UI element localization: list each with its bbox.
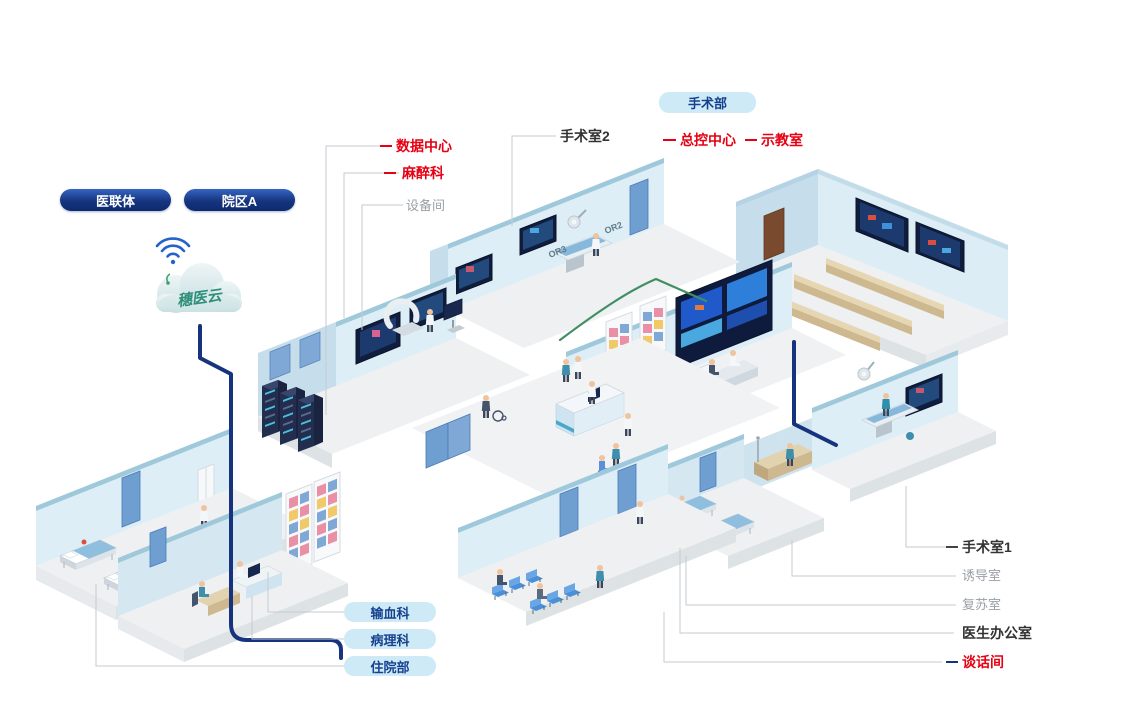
room-operating-room-1 — [812, 350, 996, 502]
wardrobe — [197, 463, 215, 503]
network-links — [198, 277, 838, 660]
label-induction-room: 诱导室 — [962, 568, 1002, 583]
label-operating-room-1: 手术室1 — [962, 539, 1012, 555]
video-wall — [675, 259, 773, 369]
surgery-monitor — [455, 253, 493, 295]
badge-medical-alliance: 医联体 — [60, 189, 171, 211]
exam-table — [754, 444, 812, 481]
medicine-cabinet — [313, 471, 341, 563]
c-arm-machine — [383, 298, 424, 336]
room-demo-classroom — [736, 169, 1008, 368]
wifi-icon — [155, 237, 191, 265]
control-link-line — [792, 340, 838, 447]
surgery-monitor — [905, 373, 943, 417]
surgical-lamp-icon — [857, 361, 875, 381]
cloud-platform: 穗医云 — [155, 237, 242, 313]
surgical-lamp-icon — [567, 209, 587, 229]
label-anesthesiology: 麻醉科 — [402, 165, 444, 181]
or-door — [629, 178, 649, 236]
label-data-center: 数据中心 — [396, 138, 452, 154]
iv-stand-icon — [756, 436, 760, 462]
badge-pathology: 病理科 — [344, 629, 436, 649]
surgery-monitor — [519, 214, 557, 256]
badge-inpatient: 住院部 — [344, 656, 436, 676]
door — [699, 451, 717, 493]
classroom-desk-row — [794, 274, 912, 335]
classroom-screen — [855, 197, 909, 253]
badge-blood-transfusion: 输血科 — [344, 602, 436, 622]
label-ticks — [380, 139, 958, 663]
door — [149, 526, 167, 568]
leader-lines — [95, 135, 956, 667]
window — [269, 343, 291, 381]
classroom-desk-row — [826, 258, 944, 319]
monitor-cart — [443, 298, 465, 333]
cloud-link-line — [198, 324, 343, 660]
nurse-station-desk — [231, 563, 283, 599]
green-link-line — [558, 277, 708, 342]
door — [559, 486, 579, 538]
label-equipment-room: 设备间 — [406, 198, 446, 213]
server-rack — [298, 394, 323, 452]
patient-head — [679, 495, 685, 501]
classroom-screen — [915, 221, 965, 273]
window — [299, 331, 321, 369]
label-demo-classroom: 示教室 — [761, 132, 803, 148]
label-operating-room-2: 手术室2 — [560, 128, 610, 144]
badge-campus-a: 院区A — [184, 189, 295, 211]
classroom-door — [763, 207, 785, 261]
room-data-center-wing — [258, 274, 530, 468]
door — [121, 470, 141, 528]
wheelchair-icon — [492, 410, 507, 422]
cloud-icon — [156, 263, 242, 313]
door — [617, 463, 637, 515]
badge-surgery-department: 手术部 — [659, 92, 756, 113]
surgical-stool — [906, 432, 914, 440]
label-recovery-room: 复苏室 — [962, 597, 1002, 612]
patient-head — [81, 539, 87, 545]
label-doctor-office: 医生办公室 — [962, 625, 1032, 641]
room-operating-corridor: OR2 OR3 — [430, 158, 740, 348]
double-door — [447, 413, 471, 460]
cloud-label: 穗医云 — [176, 287, 225, 310]
label-master-control: 总控中心 — [680, 132, 736, 148]
room-inpatient-wing — [36, 428, 348, 662]
label-talk-room: 谈话间 — [962, 654, 1004, 670]
room-talk-waiting-area — [458, 444, 736, 626]
